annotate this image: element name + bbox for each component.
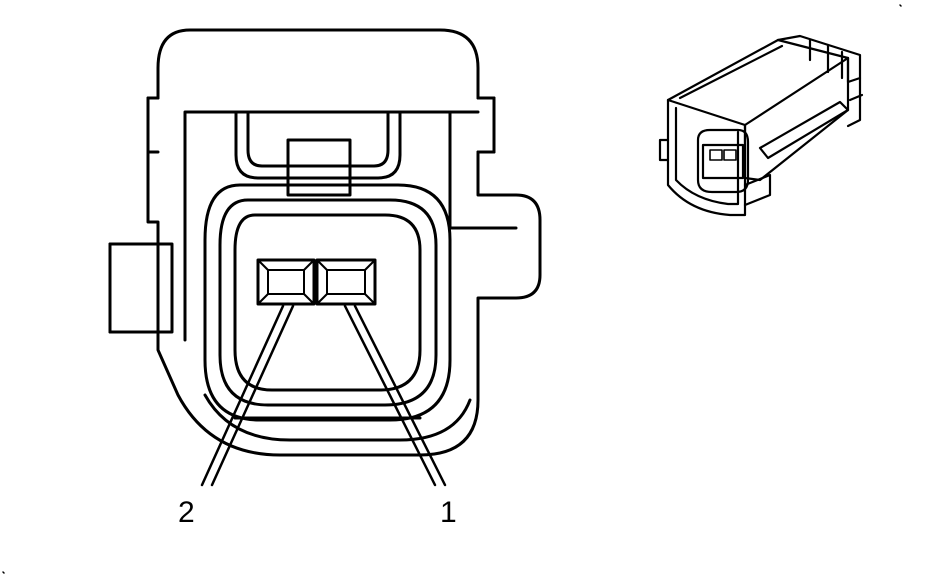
leader-line-2 xyxy=(202,306,293,485)
corner-tick xyxy=(3,572,4,573)
side-tab-left xyxy=(148,98,158,152)
corner-tick xyxy=(900,5,901,6)
pin-1-label: 1 xyxy=(440,496,457,529)
cavity-outer-ring xyxy=(205,185,450,420)
connector-isometric-view xyxy=(660,36,862,215)
left-latch-block xyxy=(110,244,172,332)
inner-housing-frame xyxy=(185,112,516,340)
connector-face-view xyxy=(110,30,540,485)
terminal-cavity-2 xyxy=(258,260,314,304)
lower-housing-arcs xyxy=(205,395,470,440)
locking-tab xyxy=(236,112,400,195)
pin-2-label: 2 xyxy=(178,496,195,529)
leader-line-1 xyxy=(345,306,445,485)
cavity-inner-ring xyxy=(235,215,420,390)
cavity-middle-ring xyxy=(220,200,436,405)
side-tab-right xyxy=(478,98,494,152)
terminal-cavity-1 xyxy=(317,260,375,304)
